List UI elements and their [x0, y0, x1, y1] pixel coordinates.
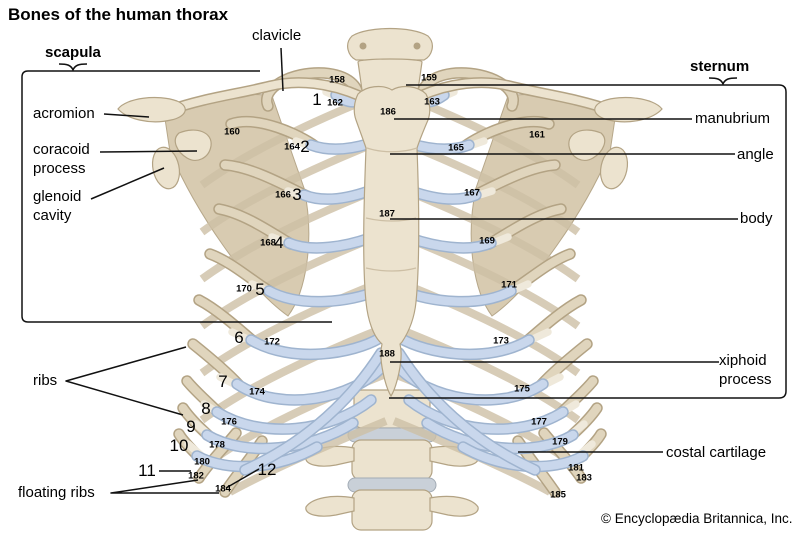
part-number: 185 — [550, 489, 566, 501]
label-angle: angle — [737, 146, 774, 163]
part-number: 162 — [327, 97, 343, 109]
label-acromion: acromion — [33, 105, 95, 122]
sternum-brace — [708, 77, 738, 85]
leader-rib12 — [225, 468, 260, 489]
rib-number: 5 — [255, 280, 265, 299]
scapula-brace — [58, 63, 88, 71]
part-number: 158 — [329, 74, 345, 86]
part-number: 166 — [275, 189, 291, 201]
part-number: 163 — [424, 96, 440, 108]
rib-number: 3 — [292, 185, 302, 204]
leader-ribs-fork — [65, 346, 187, 416]
part-number: 182 — [188, 470, 204, 482]
part-number: 159 — [421, 72, 437, 84]
rib-number: 4 — [274, 233, 284, 252]
label-floating-ribs: floating ribs — [18, 484, 95, 501]
part-number: 169 — [479, 235, 495, 247]
page-title: Bones of the human thorax — [8, 5, 229, 24]
label-scapula: scapula — [45, 44, 101, 61]
sternum-bracket — [389, 84, 787, 399]
part-number: 183 — [576, 472, 592, 484]
label-ribs: ribs — [33, 372, 58, 389]
label-sternum: sternum — [690, 58, 750, 75]
part-number: 177 — [531, 416, 547, 428]
part-number: 161 — [529, 129, 545, 141]
rib-number: 10 — [169, 436, 189, 455]
part-number: 172 — [264, 336, 280, 348]
part-number: 170 — [236, 283, 252, 295]
rib-number: 9 — [186, 417, 196, 436]
part-number: 186 — [380, 106, 396, 118]
part-number: 174 — [249, 386, 265, 398]
label-manubrium: manubrium — [695, 110, 771, 127]
part-number: 176 — [221, 416, 237, 428]
rib-number: 8 — [201, 399, 211, 418]
copyright-credit: © Encyclopædia Britannica, Inc. — [601, 511, 793, 526]
part-number: 179 — [552, 436, 568, 448]
part-number: 168 — [260, 237, 276, 249]
part-number: 175 — [514, 383, 530, 395]
label-body: body — [740, 210, 773, 227]
label-costal-cartilage: costal cartilage — [666, 444, 767, 461]
leader-floating — [110, 479, 219, 494]
part-number: 187 — [379, 208, 395, 220]
part-number: 173 — [493, 335, 509, 347]
part-number: 165 — [448, 142, 464, 154]
label-clavicle: clavicle — [252, 27, 302, 44]
rib-number: 6 — [234, 328, 244, 347]
part-number: 178 — [209, 439, 225, 451]
part-number: 160 — [224, 126, 240, 138]
rib-number: 11 — [138, 461, 156, 480]
leader-glenoid — [90, 167, 165, 200]
label-glenoid-cavity: glenoid cavity — [33, 188, 82, 224]
part-number: 184 — [215, 483, 231, 495]
leader-lines — [21, 47, 787, 494]
rib-number: 12 — [257, 460, 277, 479]
scapula-bracket — [21, 70, 332, 323]
part-number: 167 — [464, 187, 480, 199]
leader-coracoid — [99, 150, 198, 153]
part-number: 188 — [379, 348, 395, 360]
rib-number: 2 — [300, 137, 310, 156]
rib-number: 7 — [218, 372, 228, 391]
label-xiphoid-process: xiphoid process — [719, 352, 772, 388]
part-number: 181 — [568, 462, 584, 474]
label-coracoid-process: coracoid process — [33, 141, 90, 177]
part-number: 164 — [284, 141, 300, 153]
part-number: 180 — [194, 456, 210, 468]
rib-number: 1 — [312, 90, 322, 109]
leader-acromion — [103, 113, 150, 118]
upper-spine — [347, 27, 433, 94]
part-number: 171 — [501, 279, 517, 291]
leader-clavicle — [280, 47, 284, 92]
